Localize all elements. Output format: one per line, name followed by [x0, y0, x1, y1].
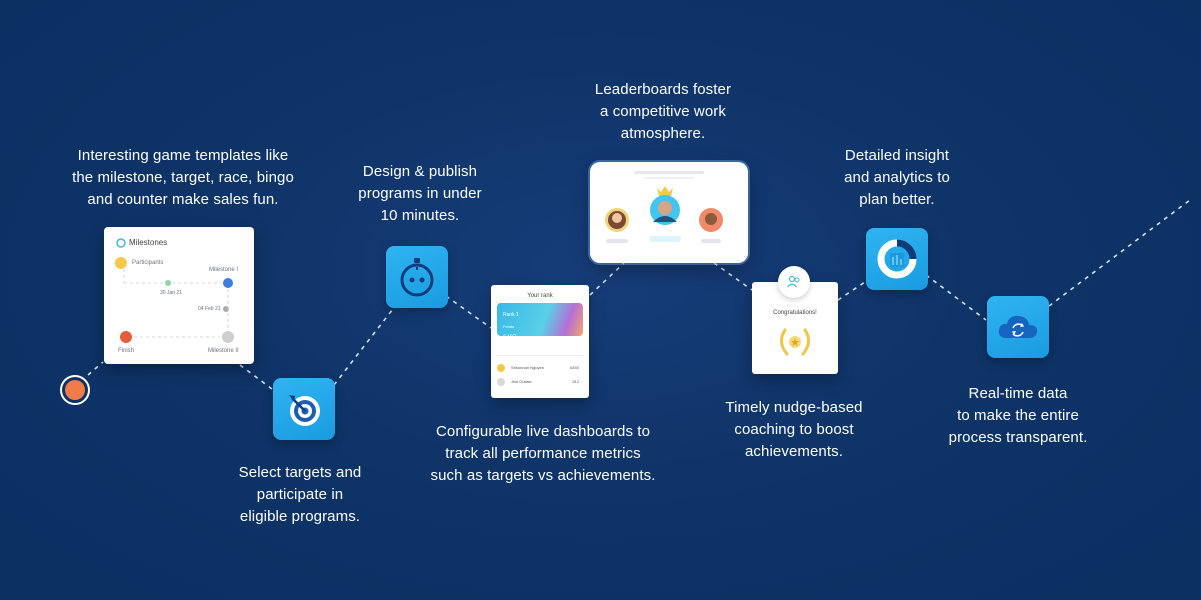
leaderboard-card — [590, 162, 748, 263]
congratulations-text: Congratulations! — [773, 310, 817, 316]
caption-dashboards: Configurable live dashboards to track al… — [430, 423, 656, 484]
caption-coaching: Timely nudge-based coaching to boost ach… — [725, 399, 863, 460]
caption-design: Design & publish programs in under 10 mi… — [358, 163, 482, 224]
rank-value: Rank 1 — [503, 312, 519, 318]
rank-row-name: Jimi Outlaw — [511, 379, 532, 384]
target-icon-tile — [273, 378, 335, 440]
users-icon-badge — [778, 266, 810, 298]
stopwatch-icon-tile — [386, 246, 448, 308]
donut-chart-icon — [877, 239, 917, 279]
start-marker — [60, 375, 90, 405]
milestone-2-label: Milestone II — [208, 348, 239, 354]
date-2-label: 04 Feb 21 — [198, 306, 221, 312]
caption-realtime: Real-time data to make the entire proces… — [948, 385, 1088, 446]
rank-row-name: Sekunnan Nguyen — [511, 365, 544, 370]
rank-divider — [497, 355, 583, 356]
target-icon — [289, 395, 320, 426]
participants-label: Participants — [132, 260, 164, 266]
cloud-sync-icon — [998, 315, 1038, 338]
rank-row: Sekunnan Nguyen 6450 — [497, 363, 583, 373]
laurel-icon — [780, 328, 810, 356]
finish-label: Finish — [118, 348, 135, 354]
milestone-1-label: Milestone I — [209, 267, 239, 273]
cloud-sync-icon-tile — [987, 296, 1049, 358]
rank-card: Your rank Rank 1 Points 6497 Sekunnan Ng… — [491, 285, 589, 398]
rank-card-title: Your rank — [527, 293, 553, 299]
caption-templates: Interesting game templates like the mile… — [72, 147, 294, 208]
caption-leaderboards: Leaderboards foster a competitive work a… — [594, 81, 732, 142]
caption-insight: Detailed insight and analytics to plan b… — [844, 147, 950, 208]
date-1-label: 30 Jan 21 — [160, 290, 182, 296]
milestones-graphic — [115, 238, 234, 343]
milestones-card: Milestones Participants Milestone I 30 J… — [104, 227, 254, 364]
analytics-icon-tile — [866, 228, 928, 290]
stopwatch-icon — [400, 258, 434, 297]
congratulations-card: Congratulations! — [752, 266, 838, 374]
caption-targets: Select targets and participate in eligib… — [238, 464, 362, 525]
users-icon — [787, 275, 800, 288]
rank-row: Jimi Outlaw 512 — [497, 377, 583, 387]
rank-banner: Rank 1 Points — [497, 303, 583, 336]
points-label: Points — [503, 324, 515, 329]
rank-row-value: 6450 — [570, 365, 579, 370]
leaderboard-graphic — [605, 171, 723, 243]
points-value: 6497 — [503, 335, 517, 341]
rank-row-value: 512 — [572, 379, 579, 384]
milestones-title: Milestones — [129, 238, 168, 247]
